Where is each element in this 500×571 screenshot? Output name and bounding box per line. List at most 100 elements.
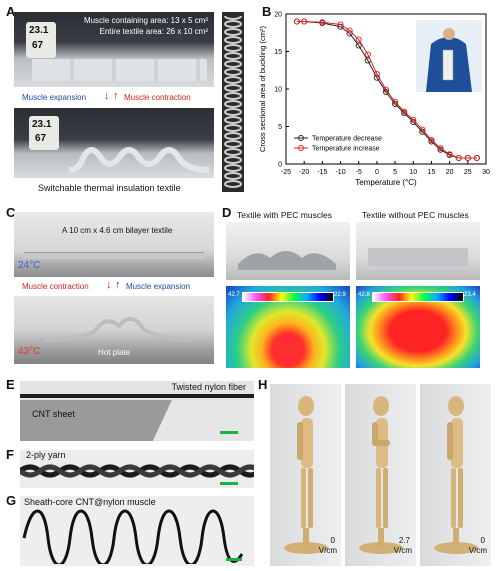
- y-tick-label: 5: [278, 124, 282, 131]
- arrow-down-icon: ↓: [104, 90, 110, 102]
- voltage-unit-1: V/cm: [318, 546, 337, 555]
- thermometer-bottom-reading-1: 23.1: [32, 119, 52, 130]
- x-axis-label: Temperature (°C): [355, 178, 417, 187]
- panel-a-photo-top: 23.1 67 Muscle containing area: 13 x 5 c…: [14, 12, 214, 87]
- x-tick-label: 20: [446, 169, 454, 176]
- data-point: [364, 51, 371, 58]
- cnt-label: CNT sheet: [32, 409, 75, 419]
- legend-label: Temperature decrease: [312, 136, 382, 143]
- left-scale-max: 22.9: [334, 292, 346, 298]
- coiled-muscle-image: [222, 12, 244, 192]
- muscle-label: Sheath-core CNT@nylon muscle: [24, 497, 156, 507]
- thermal-colorbar-left: [242, 292, 334, 302]
- data-point: [301, 18, 308, 25]
- voltage-unit-3: V/cm: [468, 546, 487, 555]
- with-pec-photo: [226, 222, 350, 280]
- y-axis-label: Cross sectional area of buckling (cm²): [258, 26, 267, 152]
- data-point: [428, 136, 435, 144]
- data-point: [346, 27, 353, 34]
- panel-b-letter: B: [262, 4, 272, 19]
- data-point: [355, 42, 362, 49]
- data-point: [455, 154, 462, 162]
- twisted-nylon-fiber: [20, 394, 254, 398]
- data-point: [355, 36, 362, 43]
- y-tick-label: 20: [274, 12, 282, 19]
- data-point: [382, 86, 390, 93]
- data-point: [337, 21, 344, 28]
- fiber-label: Twisted nylon fiber: [171, 382, 246, 392]
- yarn-label: 2-ply yarn: [26, 450, 66, 460]
- thermometer-top: 23.1 67: [26, 22, 56, 58]
- thermometer-bottom-reading-2: 67: [35, 133, 47, 144]
- muscle-expansion-label-a: Muscle expansion: [22, 93, 87, 102]
- data-point: [419, 126, 426, 133]
- x-tick-label: 15: [428, 169, 436, 176]
- x-tick-label: -25: [281, 169, 291, 176]
- sheath-core-muscle: [22, 509, 244, 564]
- mannequin-figure-3: [434, 396, 478, 554]
- panel-c-letter: C: [6, 205, 16, 220]
- data-point: [473, 154, 480, 162]
- with-pec-title: Textile with PEC muscles: [237, 210, 332, 220]
- panel-a-caption: Switchable thermal insulation textile: [38, 183, 181, 193]
- x-tick-label: -15: [317, 169, 327, 176]
- panel-c-photo-bottom: 43°C Hot plate: [14, 296, 214, 364]
- y-tick-label: 0: [278, 162, 282, 169]
- scale-bar-f: [220, 482, 238, 485]
- mannequin-figure-1: [284, 396, 328, 554]
- bilayer-textile-buckled: [44, 317, 194, 342]
- data-point: [437, 145, 444, 152]
- panel-f-letter: F: [6, 447, 14, 462]
- right-scale-min: 42.8: [358, 292, 370, 298]
- y-tick-label: 15: [274, 49, 282, 56]
- thermometer-top-reading-1: 23.1: [29, 25, 49, 36]
- right-scale-max: 23.4: [464, 292, 476, 298]
- x-tick-label: 10: [409, 169, 417, 176]
- muscle-area-label: Muscle containing area: 13 x 5 cm²: [83, 16, 208, 25]
- textile-flat: [32, 59, 207, 81]
- entire-area-label: Entire textile area: 26 x 10 cm²: [99, 27, 209, 36]
- hot-plate-label: Hot plate: [98, 348, 131, 357]
- arrow-up-icon: ↑: [113, 90, 119, 102]
- mannequin-figure-2: [359, 396, 403, 554]
- x-tick-label: 0: [375, 169, 379, 176]
- data-point: [464, 154, 471, 162]
- x-tick-label: -20: [299, 169, 309, 176]
- muscle-contraction-label-c: Muscle contraction: [22, 282, 89, 291]
- with-pec-textile: [238, 251, 336, 270]
- without-pec-title: Textile without PEC muscles: [362, 210, 469, 220]
- two-ply-yarn: [20, 464, 254, 478]
- data-point: [373, 70, 380, 78]
- left-scale-min: 42.7: [228, 292, 240, 298]
- voltage-unit-2: V/cm: [393, 546, 412, 555]
- muscle-expansion-label-c: Muscle expansion: [126, 282, 191, 291]
- inset-head: [443, 28, 455, 40]
- cnt-sheet: [20, 400, 254, 441]
- panel-e-image: Twisted nylon fiber CNT sheet: [20, 381, 254, 441]
- thermal-colorbar-right: [372, 292, 464, 302]
- temp-low-label: 24°C: [18, 260, 41, 271]
- scale-bar-e: [220, 431, 238, 434]
- arrow-up-c-icon: ↑: [115, 279, 121, 291]
- mannequin-photo-2: 2.7 V/cm: [345, 384, 416, 566]
- panel-h-letter: H: [258, 377, 268, 392]
- without-pec-thermal: 42.8 23.4: [356, 286, 480, 368]
- arrow-down-c-icon: ↓: [106, 279, 112, 291]
- x-tick-label: 25: [464, 169, 472, 176]
- x-tick-label: -5: [356, 169, 362, 176]
- temp-high-label: 43°C: [18, 346, 41, 357]
- voltage-value-1: 0: [330, 536, 335, 545]
- data-point: [392, 98, 399, 105]
- muscle-contraction-label-a: Muscle contraction: [124, 93, 191, 102]
- bilayer-textile-flat: [24, 252, 204, 259]
- without-pec-textile: [368, 248, 468, 266]
- panel-a-letter: A: [6, 4, 16, 19]
- mannequin-photo-3: 0 V/cm: [420, 384, 491, 566]
- data-point: [401, 108, 408, 115]
- x-tick-label: -10: [335, 169, 345, 176]
- thermometer-top-reading-2: 67: [32, 40, 44, 51]
- panel-g-letter: G: [6, 493, 17, 508]
- voltage-value-2: 2.7: [398, 536, 410, 545]
- panel-g-image: Sheath-core CNT@nylon muscle: [20, 496, 254, 566]
